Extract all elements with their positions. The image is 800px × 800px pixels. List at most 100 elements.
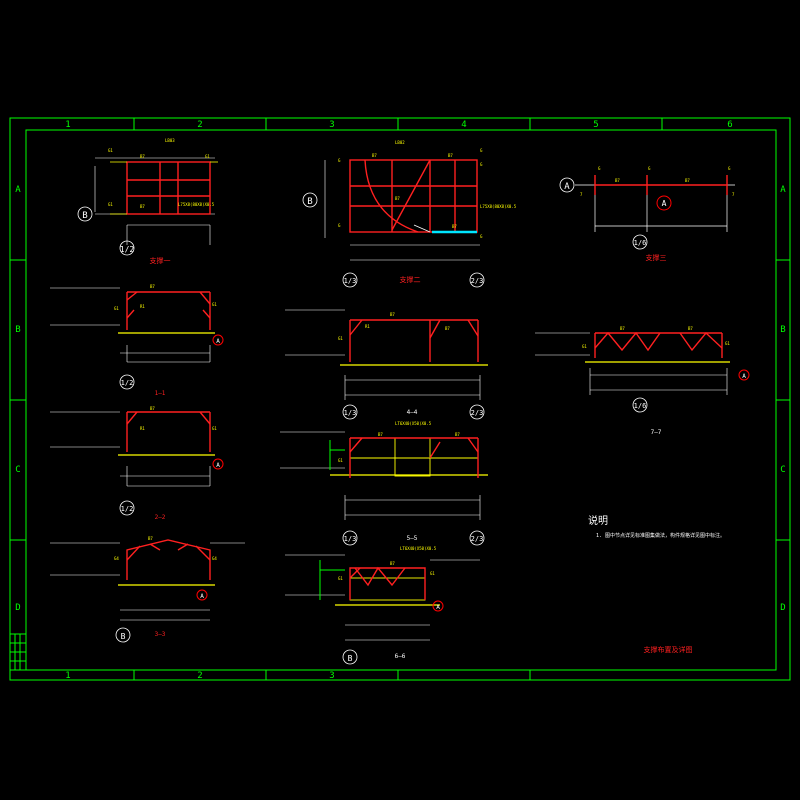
svg-text:LB02: LB02 bbox=[395, 140, 405, 145]
section-6-6: LT6X40(X50)X0.5 B7 G1 G1 A B 6—6 bbox=[285, 546, 480, 665]
svg-text:R1: R1 bbox=[365, 324, 370, 329]
svg-text:B7: B7 bbox=[378, 432, 383, 437]
svg-text:G1: G1 bbox=[205, 154, 210, 159]
section-7-7-axis: 1/6 bbox=[634, 402, 647, 410]
svg-text:L75X8(80X8)X0.5: L75X8(80X8)X0.5 bbox=[480, 204, 517, 209]
plan-3-axis-bottom: 1/6 bbox=[634, 239, 647, 247]
svg-text:B7: B7 bbox=[148, 536, 153, 541]
svg-text:LB03: LB03 bbox=[165, 138, 175, 143]
row-label-right-b: B bbox=[780, 325, 785, 335]
section-1-1: B7 R1 G1 G1 A 1/2 1—1 bbox=[50, 284, 224, 397]
svg-text:R1: R1 bbox=[140, 304, 145, 309]
svg-text:G4: G4 bbox=[212, 556, 217, 561]
svg-text:LT6X40(X50)X0.5: LT6X40(X50)X0.5 bbox=[400, 546, 437, 551]
row-label-left-a: A bbox=[15, 185, 21, 195]
section-5-5: LT6X40(X50)X0.5 B7 B7 G1 1/3 2/3 5—5 bbox=[280, 421, 488, 546]
col-label-top-6: 6 bbox=[727, 120, 732, 130]
row-label-left-b: B bbox=[15, 325, 20, 335]
svg-text:R1: R1 bbox=[140, 426, 145, 431]
section-4-4: B7 R1 G1 B7 1/3 2/3 4—4 bbox=[285, 309, 488, 420]
plan-2-axis-left: B bbox=[307, 197, 312, 207]
svg-text:7: 7 bbox=[732, 192, 735, 197]
svg-text:B7: B7 bbox=[455, 432, 460, 437]
col-label-top-2: 2 bbox=[197, 120, 202, 130]
section-3-3: B7 G4 G4 A B 3—3 bbox=[50, 536, 245, 643]
col-label-bottom-1: 1 bbox=[65, 671, 70, 681]
svg-text:7: 7 bbox=[580, 192, 583, 197]
svg-text:L75X8(80X8)X0.5: L75X8(80X8)X0.5 bbox=[178, 202, 215, 207]
svg-text:G: G bbox=[648, 166, 651, 171]
row-label-right-a: A bbox=[780, 185, 786, 195]
svg-text:G: G bbox=[480, 148, 483, 153]
section-1-1-title: 1—1 bbox=[155, 390, 166, 397]
section-3-3-title: 3—3 bbox=[155, 631, 166, 638]
section-6-6-title: 6—6 bbox=[395, 653, 406, 660]
plan-2-axis-bottom-right: 2/3 bbox=[471, 277, 484, 285]
notes-item: 1. 图中节点详见标准图集做法，构件规格详见图中标注。 bbox=[596, 532, 725, 539]
section-5-5-title: 5—5 bbox=[407, 535, 418, 542]
plan-3-callout: A bbox=[662, 199, 667, 208]
notes-block: 说明 1. 图中节点详见标准图集做法，构件规格详见图中标注。 bbox=[588, 514, 725, 539]
col-label-top-5: 5 bbox=[593, 120, 598, 130]
svg-text:B7: B7 bbox=[150, 406, 155, 411]
section-5-5-axis-right: 2/3 bbox=[471, 535, 484, 543]
svg-text:G1: G1 bbox=[212, 302, 217, 307]
svg-text:B7: B7 bbox=[445, 326, 450, 331]
svg-text:G: G bbox=[480, 162, 483, 167]
border-labels: 1 2 3 4 5 6 1 2 3 A B C D A B C D bbox=[15, 120, 786, 681]
plan-1-axis-left: B bbox=[82, 211, 87, 221]
svg-text:B7: B7 bbox=[615, 178, 620, 183]
row-label-left-c: C bbox=[15, 465, 20, 475]
section-4-4-axis-right: 2/3 bbox=[471, 409, 484, 417]
drawing-frame bbox=[9, 117, 791, 681]
section-2-2-axis: 1/2 bbox=[121, 505, 134, 513]
svg-text:B7: B7 bbox=[452, 224, 457, 229]
svg-text:G1: G1 bbox=[212, 426, 217, 431]
plan-3-axis-left: A bbox=[564, 182, 570, 192]
plan-1-title: 支撑一 bbox=[150, 256, 171, 265]
svg-text:G1: G1 bbox=[114, 306, 119, 311]
plan-1: LB03 G1 G1 G1 B7 B7 L75X8(80X8)X0.5 B 1/… bbox=[77, 138, 218, 265]
svg-text:B7: B7 bbox=[150, 284, 155, 289]
plan-3-title: 支撑三 bbox=[646, 253, 667, 262]
section-1-1-axis: 1/2 bbox=[121, 379, 134, 387]
section-1-1-callout: A bbox=[216, 338, 220, 345]
svg-text:G1: G1 bbox=[108, 202, 113, 207]
svg-text:B7: B7 bbox=[390, 312, 395, 317]
svg-text:G1: G1 bbox=[338, 576, 343, 581]
section-5-5-axis-left: 1/3 bbox=[344, 535, 357, 543]
section-7-7: B7 B7 G1 G1 A 1/6 7—7 bbox=[535, 326, 750, 436]
svg-text:G: G bbox=[338, 223, 341, 228]
section-2-2-callout: A bbox=[216, 462, 220, 469]
col-label-bottom-3: 3 bbox=[329, 671, 334, 681]
col-label-top-3: 3 bbox=[329, 120, 334, 130]
section-7-7-callout: A bbox=[742, 373, 746, 380]
plan-2-axis-bottom-left: 1/3 bbox=[344, 277, 357, 285]
col-label-bottom-2: 2 bbox=[197, 671, 202, 681]
col-label-top-4: 4 bbox=[461, 120, 466, 130]
row-label-left-d: D bbox=[15, 603, 20, 613]
svg-text:G: G bbox=[480, 234, 483, 239]
svg-text:B7: B7 bbox=[372, 153, 377, 158]
svg-text:B7: B7 bbox=[685, 178, 690, 183]
plan-2-title: 支撑二 bbox=[400, 275, 421, 284]
section-7-7-title: 7—7 bbox=[651, 429, 662, 436]
svg-text:B7: B7 bbox=[448, 153, 453, 158]
svg-text:G1: G1 bbox=[338, 336, 343, 341]
section-6-6-callout: A bbox=[436, 604, 440, 611]
notes-heading: 说明 bbox=[588, 514, 608, 527]
section-6-6-axis: B bbox=[348, 654, 353, 663]
section-4-4-axis-left: 1/3 bbox=[344, 409, 357, 417]
svg-text:G: G bbox=[338, 158, 341, 163]
svg-text:G1: G1 bbox=[430, 571, 435, 576]
col-label-top-1: 1 bbox=[65, 120, 70, 130]
svg-text:B7: B7 bbox=[395, 196, 400, 201]
drawing-title: 支撑布置及详图 bbox=[644, 645, 693, 654]
svg-text:B7: B7 bbox=[140, 154, 145, 159]
svg-text:B7: B7 bbox=[688, 326, 693, 331]
svg-text:B7: B7 bbox=[620, 326, 625, 331]
svg-text:LT6X40(X50)X0.5: LT6X40(X50)X0.5 bbox=[395, 421, 432, 426]
svg-text:G1: G1 bbox=[108, 148, 113, 153]
